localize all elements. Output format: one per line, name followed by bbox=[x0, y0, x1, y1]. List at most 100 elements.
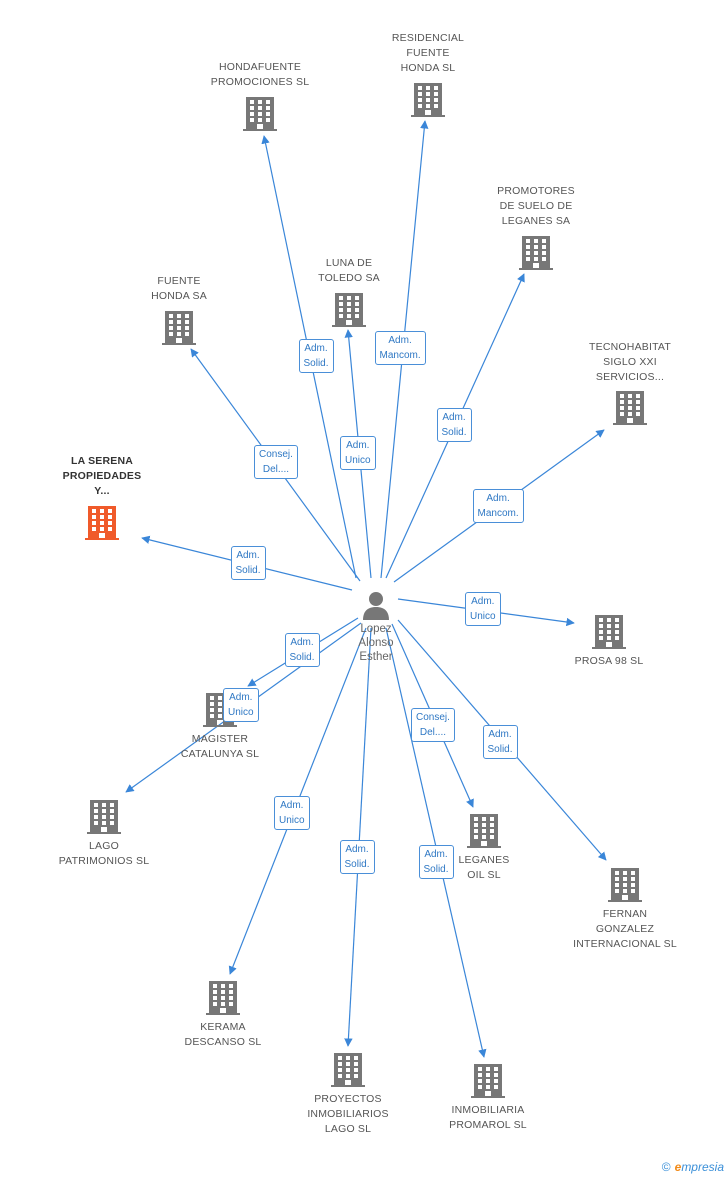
copyright-symbol: © bbox=[661, 1160, 671, 1174]
role-line: Solid. bbox=[441, 427, 467, 438]
company-name-line: MAGISTER bbox=[191, 733, 249, 745]
relation-role-fernan[interactable]: Adm.Solid. bbox=[482, 725, 518, 759]
company-name-line: PATRIMONIOS SL bbox=[58, 855, 150, 867]
company-node-prosa[interactable]: PROSA 98 SL bbox=[544, 615, 674, 669]
relation-role-magister[interactable]: Adm.Solid. bbox=[284, 633, 320, 667]
company-name-line: FERNAN bbox=[602, 908, 648, 920]
company-name-line: LUNA DE bbox=[325, 257, 373, 269]
company-node-promotores[interactable]: PROMOTORES DE SUELO DE LEGANES SA bbox=[471, 184, 601, 270]
person-name-line: Alonso bbox=[358, 637, 394, 649]
company-name-line: PROYECTOS bbox=[314, 1093, 382, 1105]
building-icon bbox=[519, 236, 553, 270]
company-name: FERNAN GONZALEZ INTERNACIONAL SL bbox=[560, 907, 690, 952]
role-line: Unico bbox=[279, 815, 305, 826]
building-icon bbox=[467, 814, 501, 848]
empresia-watermark[interactable]: ©empresia bbox=[662, 1160, 724, 1174]
company-node-proyectos[interactable]: PROYECTOS INMOBILIARIOS LAGO SL bbox=[283, 1053, 413, 1137]
role-line: Adm. bbox=[486, 493, 510, 504]
building-icon bbox=[87, 800, 121, 834]
relation-role-laserena[interactable]: Adm. Solid. bbox=[230, 546, 266, 580]
relation-role-fuente[interactable]: Consej. Del.... bbox=[254, 445, 298, 479]
company-name-line: DESCANSO SL bbox=[184, 1036, 262, 1048]
role-line: Mancom. bbox=[477, 508, 519, 519]
building-icon bbox=[85, 506, 119, 540]
role-line: Del.... bbox=[262, 464, 290, 475]
role-line: Adm. bbox=[442, 412, 466, 423]
company-name-line: INMOBILIARIA bbox=[451, 1104, 525, 1116]
role-line: Adm. bbox=[471, 596, 495, 607]
company-name: PROYECTOS INMOBILIARIOS LAGO SL bbox=[283, 1092, 413, 1137]
relation-role-lago[interactable]: Adm. Unico bbox=[223, 688, 259, 722]
company-name-line: KERAMA bbox=[200, 1021, 246, 1033]
relation-edge-promarol bbox=[385, 627, 487, 1058]
building-icon bbox=[206, 981, 240, 1015]
company-name-line: PROMOCIONES SL bbox=[210, 76, 310, 88]
company-node-kerama[interactable]: KERAMA DESCANSO SL bbox=[158, 981, 288, 1050]
company-name-line: PROMOTORES bbox=[497, 185, 575, 197]
relation-role-promarol[interactable]: Adm. Solid. bbox=[418, 845, 454, 879]
company-name-line: LAGO SL bbox=[324, 1123, 372, 1135]
role-line: Adm. bbox=[488, 729, 512, 740]
person-name-line: Lopez bbox=[360, 623, 392, 635]
company-name-line: INTERNACIONAL SL bbox=[573, 938, 677, 950]
company-name-line: OIL SL bbox=[467, 869, 501, 881]
role-line: Solid. bbox=[303, 358, 329, 369]
building-icon bbox=[331, 1053, 365, 1087]
role-line: Adm. bbox=[229, 692, 253, 703]
company-name-line: LEGANES SA bbox=[501, 215, 571, 227]
building-icon bbox=[162, 311, 196, 345]
brand-initial: e bbox=[674, 1160, 682, 1174]
relation-edge-proyectos bbox=[344, 627, 372, 1047]
role-line: Adm. bbox=[236, 550, 260, 561]
company-name-line: INMOBILIARIOS bbox=[307, 1108, 389, 1120]
person-node[interactable]: Lopez Alonso Esther bbox=[336, 590, 416, 664]
role-line: Adm. bbox=[388, 335, 412, 346]
relation-role-proyectos[interactable]: Adm.Solid. bbox=[339, 840, 375, 874]
building-icon bbox=[411, 83, 445, 117]
company-name-line: GONZALEZ bbox=[595, 923, 655, 935]
relation-role-residencial[interactable]: Adm.Mancom. bbox=[374, 331, 426, 365]
company-name-line: HONDA SL bbox=[400, 62, 456, 74]
company-name: KERAMA DESCANSO SL bbox=[158, 1020, 288, 1050]
relation-role-tecnohabitat[interactable]: Adm. Mancom. bbox=[472, 489, 524, 523]
building-icon bbox=[243, 97, 277, 131]
role-line: Adm. bbox=[424, 849, 448, 860]
relation-role-hondafuente[interactable]: Adm.Solid. bbox=[298, 339, 334, 373]
role-line: Consej. bbox=[259, 449, 293, 460]
building-icon bbox=[613, 391, 647, 425]
role-line: Solid. bbox=[235, 565, 261, 576]
relation-role-luna[interactable]: Adm.Unico bbox=[340, 436, 376, 470]
company-name-line: DE SUELO DE bbox=[499, 200, 573, 212]
role-line: Adm. bbox=[346, 440, 370, 451]
company-name-line: Y... bbox=[94, 485, 110, 497]
role-line: Solid. bbox=[423, 864, 449, 875]
relation-role-kerama[interactable]: Adm. Unico bbox=[274, 796, 310, 830]
company-name: PROMOTORES DE SUELO DE LEGANES SA bbox=[471, 184, 601, 229]
role-line: Unico bbox=[228, 707, 254, 718]
role-line: Adm. bbox=[280, 800, 304, 811]
relation-role-promotores[interactable]: Adm. Solid. bbox=[436, 408, 472, 442]
relation-role-leganesoil[interactable]: Consej.Del.... bbox=[411, 708, 455, 742]
company-node-fernan[interactable]: FERNAN GONZALEZ INTERNACIONAL SL bbox=[560, 868, 690, 952]
role-line: Adm. bbox=[345, 844, 369, 855]
company-name-line: SIGLO XXI bbox=[603, 356, 657, 368]
role-line: Consej. bbox=[416, 712, 450, 723]
relation-role-prosa[interactable]: Adm.Unico bbox=[465, 592, 501, 626]
person-icon bbox=[363, 592, 389, 620]
company-name-line: HONDA SA bbox=[151, 290, 207, 302]
